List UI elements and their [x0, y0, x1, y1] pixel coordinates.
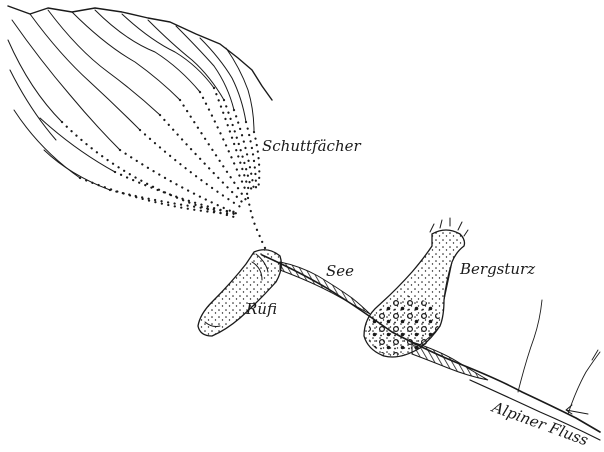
label-upper-lake: See [326, 262, 354, 280]
label-rockfall: Bergsturz [460, 260, 535, 278]
debris-flow-cone [198, 250, 281, 336]
ridge-line [8, 6, 272, 100]
label-debris-flow: Rüfi [246, 300, 277, 318]
upper-lake [280, 262, 370, 314]
fan-gullies-solid [8, 10, 254, 190]
valley-slopes [518, 300, 600, 414]
lower-lake [412, 342, 488, 380]
fan-channels-dotted [62, 88, 266, 250]
label-debris-fan: Schuttfächer [262, 137, 361, 155]
